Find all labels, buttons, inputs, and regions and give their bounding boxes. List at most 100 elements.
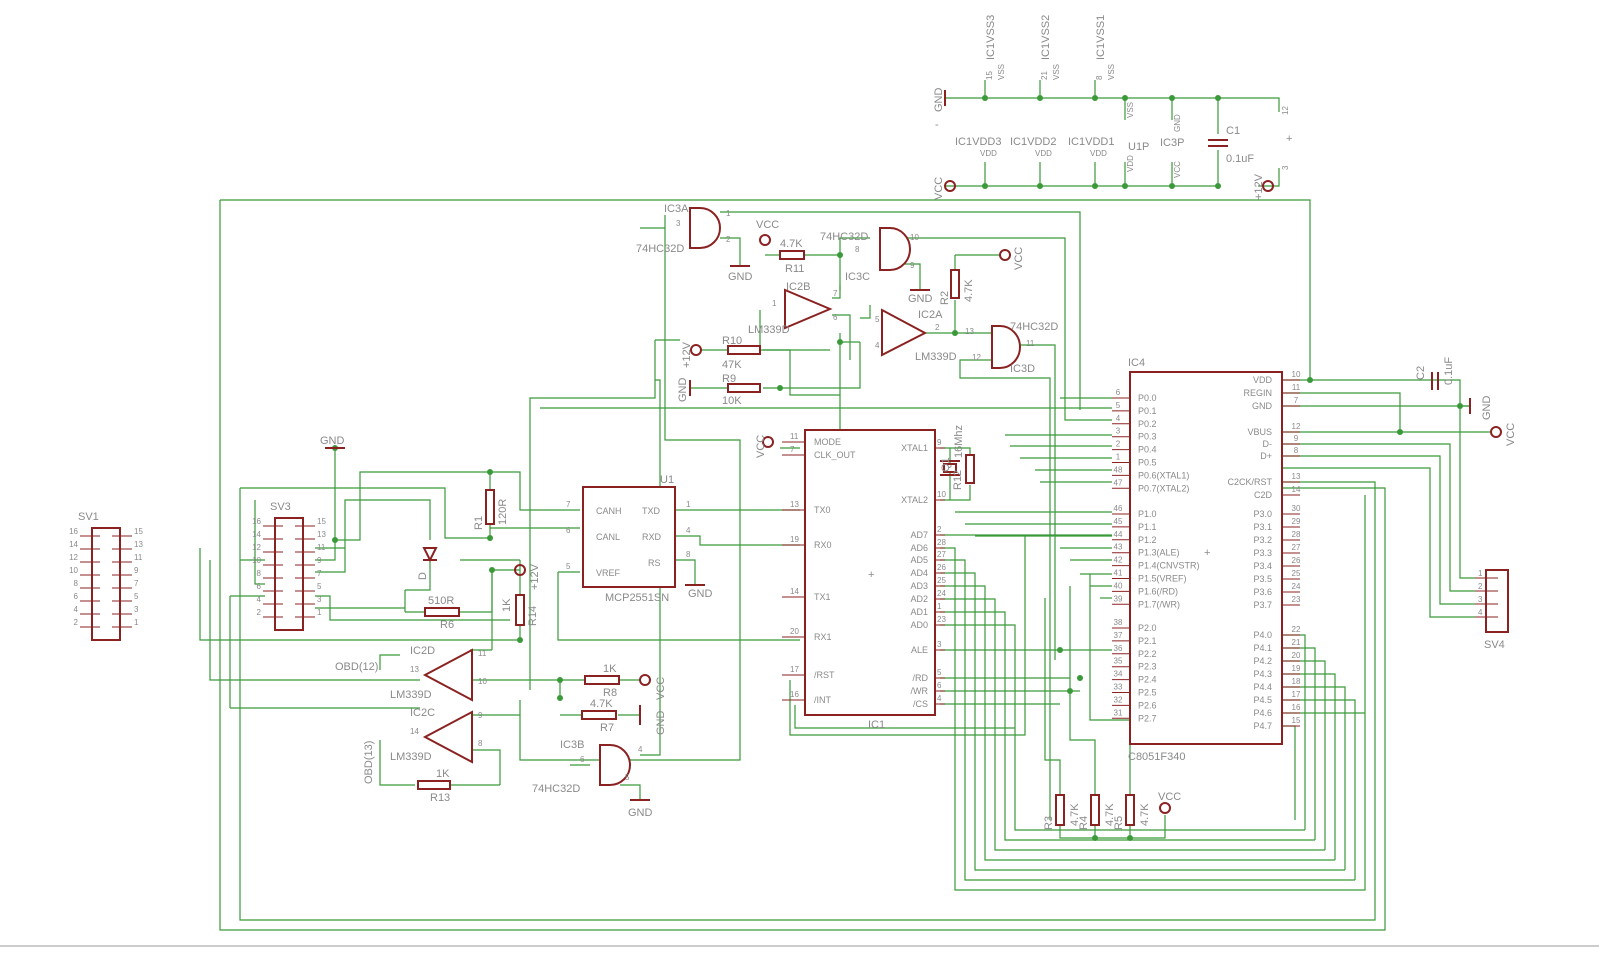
pin-name: AD1 (910, 607, 928, 617)
pin-name: RS (648, 558, 661, 568)
pin-number: 5 (937, 668, 942, 677)
pin: 7 (833, 289, 838, 298)
pin-name: P3.0 (1253, 509, 1272, 519)
ic1-vss-group: IC1VSS3 IC1VSS2 IC1VSS1 15 21 8 VSS VSS … (985, 15, 1116, 80)
pin: 6 (833, 313, 838, 322)
pin-number: 27 (937, 550, 946, 559)
crystal-q1: 16Mhz Q1 (940, 425, 965, 476)
pin: 8 (855, 245, 860, 254)
pin-number: 13 (317, 530, 326, 539)
comparator-ic2b: IC2B LM339D 1 7 6 (748, 281, 838, 336)
c2-value: 0.1uF (1443, 357, 1455, 385)
r8-name: R8 (603, 687, 617, 699)
sv3-name: SV3 (270, 501, 291, 513)
pin-name: AD4 (910, 568, 928, 578)
comparator-ic2d: IC2D LM339D 11 10 13 (390, 645, 487, 702)
ic3p-label: IC3P (1160, 137, 1184, 149)
pin-name: P1.3(ALE) (1138, 548, 1180, 558)
resistor-r12: R12 (952, 454, 975, 490)
comparator-ic2c: IC2C LM339D 9 8 14 (390, 707, 483, 764)
supply-plus: + (1286, 133, 1292, 145)
pin-number: 25 (1292, 569, 1301, 578)
r2-name: R2 (939, 291, 951, 305)
pin-number: 19 (1292, 664, 1301, 673)
pin-number: 7 (134, 579, 139, 588)
pin-name: /INT (814, 695, 832, 705)
pin: 11 (1026, 339, 1035, 348)
ic1-name: IC1 (868, 719, 885, 731)
gate-ic3b: IC3B 74HC32D 6 4 5 GND (532, 739, 653, 819)
pin-name: AD5 (910, 555, 928, 565)
gnd-label: GND (628, 807, 653, 819)
pin-number: 42 (1114, 556, 1123, 565)
pin: 3 (676, 219, 681, 228)
ic3a-name: IC3A (664, 203, 689, 215)
sv1-name: SV1 (78, 511, 99, 523)
pin-name: RXD (642, 532, 662, 542)
pin-number: 4 (937, 694, 942, 703)
pin-name: AD3 (910, 581, 928, 591)
pin-number: 2 (74, 618, 79, 627)
pin-name: P3.5 (1253, 574, 1272, 584)
pin-number: 20 (790, 627, 799, 636)
pin-number: 16 (790, 690, 799, 699)
pin-name: P3.2 (1253, 535, 1272, 545)
pin-number: 11 (790, 432, 799, 441)
pin-number: 1 (1478, 569, 1483, 578)
pin-number: 4 (1478, 608, 1483, 617)
pin-number: 23 (1292, 595, 1301, 604)
vss-pin-name: VSS (997, 64, 1006, 80)
obd13-label: OBD(13) (363, 741, 375, 784)
chip-ic1: IC1 + 11MODE7CLK_OUT13TX019RX014TX120RX1… (782, 429, 946, 731)
pin-number: 16 (69, 527, 78, 536)
r5-name: R5 (1113, 816, 1125, 830)
pin-number: 14 (69, 540, 78, 549)
pin-number: 41 (1114, 569, 1123, 578)
r6-name: R6 (440, 619, 454, 631)
ic2a-type: LM339D (915, 351, 957, 363)
v12-label: +12V (1253, 173, 1265, 200)
vcc-label: VCC (756, 219, 779, 231)
pin-number: 29 (1292, 517, 1301, 526)
comparator-ic2a: IC2A LM339D 5 4 2 (875, 308, 957, 363)
pin-name: P1.6(/RD) (1138, 586, 1178, 596)
supply-pin3: 3 (1281, 165, 1290, 170)
pin-number: 10 (1292, 370, 1301, 379)
r14-value: 1K (501, 598, 513, 612)
wires (199, 80, 1490, 931)
pin-name: P0.0 (1138, 393, 1157, 403)
ic3p-gnd: GND (1173, 114, 1182, 132)
pin-number: 32 (1114, 695, 1123, 704)
vdd-pin-name: VDD (1035, 149, 1052, 158)
resistor-r2: R2 4.7K (939, 269, 975, 305)
pin-number: 30 (1292, 504, 1301, 513)
vss1-pin: 8 (1095, 75, 1104, 80)
ic1-right-pins: 9XTAL110XTAL22AD728AD627AD526AD425AD324A… (901, 438, 946, 709)
pin: 2 (726, 235, 731, 244)
pin-name: P4.3 (1253, 669, 1272, 679)
resistor-r6: 510R R6 (424, 595, 460, 631)
pin-number: 12 (69, 553, 78, 562)
pin-name: P2.7 (1138, 713, 1157, 723)
pin: 5 (625, 773, 630, 782)
vcc-label: VCC (655, 677, 667, 700)
pin-number: 3 (134, 605, 139, 614)
pin-name: P1.7(/WR) (1138, 599, 1180, 609)
ic3p-vcc: VCC (1173, 161, 1182, 178)
vss2-label: IC1VSS2 (1040, 15, 1052, 60)
pin-number: 34 (1114, 670, 1123, 679)
pin-name: P3.3 (1253, 548, 1272, 558)
pin-name: AD7 (910, 530, 928, 540)
pin-number: 11 (317, 543, 326, 552)
pin-number: 1 (134, 618, 139, 627)
pin: 1 (726, 209, 731, 218)
r9-value: 10K (722, 395, 742, 407)
pin-name: CLK_OUT (814, 450, 856, 460)
pin-number: 28 (1292, 530, 1301, 539)
vdd1-label: IC1VDD1 (1068, 136, 1114, 148)
ic3d-name: IC3D (1010, 363, 1035, 375)
